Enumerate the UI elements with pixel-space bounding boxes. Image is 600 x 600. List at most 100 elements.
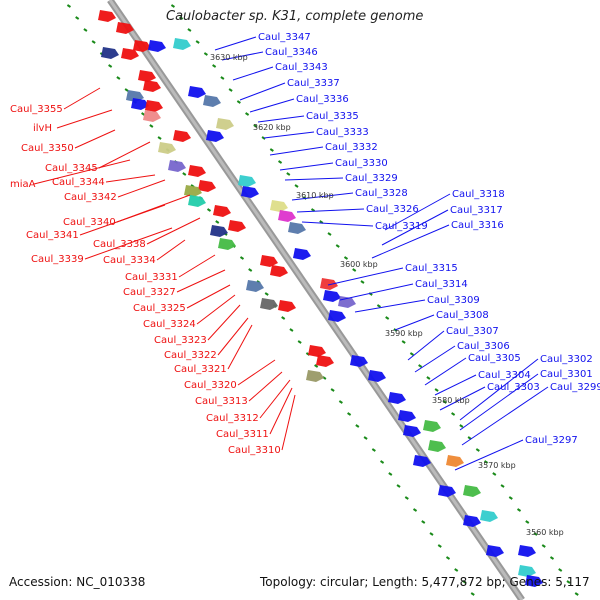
left-gene-label[interactable]: Caul_3323 bbox=[154, 335, 207, 346]
right-gene-label[interactable]: Caul_3304 bbox=[478, 370, 531, 381]
gene-feature-39 bbox=[278, 210, 296, 222]
gene-feature-14 bbox=[188, 165, 206, 177]
right-gene-label[interactable]: Caul_3314 bbox=[415, 279, 468, 290]
left-label-leader bbox=[281, 394, 296, 451]
right-gene-label[interactable]: Caul_3306 bbox=[457, 341, 510, 352]
kbp-mark: 3590 kbp bbox=[385, 329, 423, 338]
left-gene-label[interactable]: Caul_3342 bbox=[64, 192, 117, 203]
left-label-leader bbox=[84, 227, 173, 260]
gene-feature-45 bbox=[328, 310, 346, 322]
right-label-leader bbox=[269, 146, 324, 156]
kbp-mark: 3630 kbp bbox=[210, 53, 248, 62]
left-gene-label[interactable]: miaA bbox=[10, 179, 36, 190]
kbp-mark: 3560 kbp bbox=[526, 528, 564, 537]
right-label-leader bbox=[439, 386, 486, 411]
left-gene-label[interactable]: Caul_3310 bbox=[228, 445, 281, 456]
left-gene-label[interactable]: Caul_3325 bbox=[133, 303, 186, 314]
right-gene-label[interactable]: Caul_3328 bbox=[355, 188, 408, 199]
right-label-leader bbox=[279, 162, 334, 171]
left-gene-label[interactable]: Caul_3327 bbox=[123, 287, 176, 298]
left-gene-label[interactable]: Caul_3320 bbox=[184, 380, 237, 391]
right-label-leader bbox=[407, 330, 445, 361]
right-gene-label[interactable]: Caul_3330 bbox=[335, 158, 388, 169]
left-gene-label[interactable]: Caul_3350 bbox=[21, 143, 74, 154]
left-gene-label[interactable]: Caul_3339 bbox=[31, 254, 84, 265]
right-gene-label[interactable]: Caul_3332 bbox=[325, 142, 378, 153]
gene-feature-28 bbox=[316, 355, 334, 367]
kbp-mark: 3620 kbp bbox=[253, 123, 291, 132]
gene-feature-5 bbox=[138, 70, 156, 82]
left-label-leader bbox=[227, 324, 253, 370]
right-gene-label[interactable]: Caul_3297 bbox=[525, 435, 578, 446]
gene-feature-42 bbox=[320, 278, 338, 290]
right-gene-label[interactable]: Caul_3335 bbox=[306, 111, 359, 122]
gene-feature-62 bbox=[525, 575, 543, 587]
right-gene-label[interactable]: Caul_3299 bbox=[550, 382, 600, 393]
left-label-leader bbox=[56, 109, 113, 129]
right-gene-label[interactable]: Caul_3305 bbox=[468, 353, 521, 364]
right-gene-label[interactable]: Caul_3303 bbox=[487, 382, 540, 393]
right-label-leader bbox=[263, 131, 315, 139]
right-gene-label[interactable]: Caul_3307 bbox=[446, 326, 499, 337]
right-gene-label[interactable]: Caul_3333 bbox=[316, 127, 369, 138]
gene-feature-20 bbox=[210, 225, 228, 237]
left-gene-label[interactable]: Caul_3324 bbox=[143, 319, 196, 330]
right-gene-label[interactable]: Caul_3318 bbox=[452, 189, 505, 200]
gene-feature-6 bbox=[143, 80, 161, 92]
left-gene-label[interactable]: Caul_3344 bbox=[52, 177, 105, 188]
gene-feature-9 bbox=[145, 100, 163, 112]
gene-feature-38 bbox=[270, 200, 288, 212]
right-gene-label[interactable]: Caul_3347 bbox=[258, 32, 311, 43]
left-gene-label[interactable]: Caul_3311 bbox=[216, 429, 269, 440]
right-gene-label[interactable]: Caul_3316 bbox=[451, 220, 504, 231]
right-label-leader bbox=[239, 82, 286, 101]
gene-feature-59 bbox=[486, 545, 504, 557]
left-gene-label[interactable]: Caul_3355 bbox=[10, 104, 63, 115]
left-label-leader bbox=[105, 174, 156, 183]
gene-feature-57 bbox=[480, 510, 498, 522]
left-gene-label[interactable]: Caul_3321 bbox=[174, 364, 227, 375]
left-gene-label[interactable]: Caul_3322 bbox=[164, 350, 217, 361]
left-label-leader bbox=[178, 254, 216, 278]
gene-feature-24 bbox=[246, 280, 264, 292]
right-gene-label[interactable]: Caul_3346 bbox=[265, 47, 318, 58]
gene-feature-25 bbox=[260, 298, 278, 310]
right-gene-label[interactable]: Caul_3302 bbox=[540, 354, 593, 365]
right-gene-label[interactable]: Caul_3317 bbox=[450, 205, 503, 216]
gene-feature-30 bbox=[148, 40, 166, 52]
gene-feature-37 bbox=[241, 186, 259, 198]
left-gene-label[interactable]: Caul_3341 bbox=[26, 230, 79, 241]
right-gene-label[interactable]: Caul_3319 bbox=[375, 221, 428, 232]
gene-feature-56 bbox=[463, 485, 481, 497]
gene-feature-34 bbox=[216, 118, 234, 130]
left-gene-label[interactable]: ilvH bbox=[33, 123, 52, 134]
left-gene-label[interactable]: Caul_3312 bbox=[206, 413, 259, 424]
right-gene-label[interactable]: Caul_3329 bbox=[345, 173, 398, 184]
gene-feature-8 bbox=[131, 98, 149, 110]
left-label-leader bbox=[207, 304, 241, 341]
gene-feature-33 bbox=[203, 95, 221, 107]
right-gene-label[interactable]: Caul_3337 bbox=[287, 78, 340, 89]
left-gene-label[interactable]: Caul_3338 bbox=[93, 239, 146, 250]
right-gene-label[interactable]: Caul_3315 bbox=[405, 263, 458, 274]
left-gene-label[interactable]: Caul_3340 bbox=[63, 217, 116, 228]
left-gene-label[interactable]: Caul_3313 bbox=[195, 396, 248, 407]
right-gene-label[interactable]: Caul_3343 bbox=[275, 62, 328, 73]
gene-feature-12 bbox=[158, 142, 176, 154]
right-gene-label[interactable]: Caul_3309 bbox=[427, 295, 480, 306]
kbp-mark: 3570 kbp bbox=[478, 461, 516, 470]
right-gene-label[interactable]: Caul_3308 bbox=[436, 310, 489, 321]
right-gene-label[interactable]: Caul_3326 bbox=[366, 204, 419, 215]
right-gene-label[interactable]: Caul_3336 bbox=[296, 94, 349, 105]
left-label-leader bbox=[117, 179, 166, 198]
left-gene-label[interactable]: Caul_3331 bbox=[125, 272, 178, 283]
left-label-leader bbox=[217, 317, 249, 356]
left-label-leader bbox=[63, 87, 101, 110]
left-gene-label[interactable]: Caul_3334 bbox=[103, 255, 156, 266]
right-label-leader bbox=[371, 224, 450, 259]
left-gene-label[interactable]: Caul_3345 bbox=[45, 163, 98, 174]
gene-feature-2 bbox=[133, 40, 151, 52]
right-gene-label[interactable]: Caul_3301 bbox=[540, 369, 593, 380]
